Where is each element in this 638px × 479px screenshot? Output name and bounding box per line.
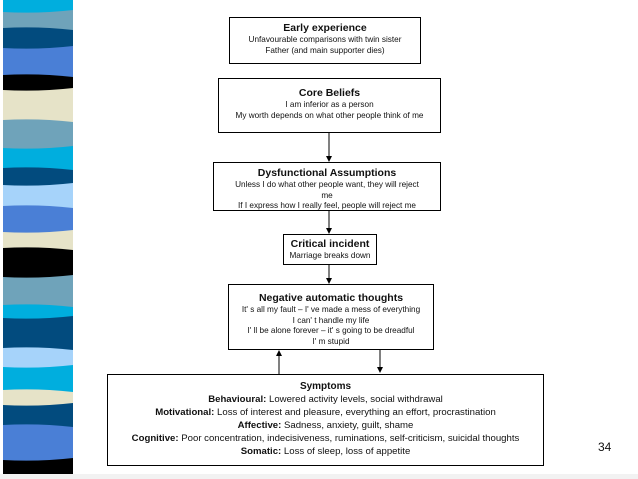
stripe-cream <box>3 88 73 123</box>
stripe-blue <box>3 424 73 462</box>
symptom-row-somatic: Somatic: Loss of sleep, loss of appetite <box>108 445 543 458</box>
symptom-text: Lowered activity levels, social withdraw… <box>266 394 443 405</box>
bottom-border <box>0 474 638 479</box>
stripe-blue <box>3 205 73 234</box>
symptom-label: Somatic: <box>240 446 282 457</box>
core-beliefs-box: Core Beliefs I am inferior as a person M… <box>218 78 441 133</box>
symptom-label: Motivational: <box>155 407 215 418</box>
box-line: Father (and main supporter dies) <box>265 45 385 55</box>
symptom-row-behavioural: Behavioural: Lowered activity levels, so… <box>108 393 543 406</box>
stripe-navy <box>3 316 73 351</box>
symptom-text: Loss of sleep, loss of appetite <box>281 446 411 457</box>
box-title: Critical incident <box>290 238 370 250</box>
box-line: Unless I do what other people want, they… <box>235 180 419 200</box>
stripe-cyan <box>3 146 73 171</box>
box-title: Negative automatic thoughts <box>258 292 404 304</box>
stripe-cyan <box>3 365 73 393</box>
stripe-grayblue <box>3 10 73 31</box>
symptoms-box: Symptoms Behavioural: Lowered activity l… <box>107 374 544 466</box>
box-line: I' m stupid <box>312 336 350 346</box>
box-title: Dysfunctional Assumptions <box>257 167 397 179</box>
symptom-label: Affective: <box>237 420 282 431</box>
box-line: Marriage breaks down <box>289 251 371 260</box>
symptom-row-motivational: Motivational: Loss of interest and pleas… <box>108 406 543 419</box>
box-line: It' s all my fault – I' ve made a mess o… <box>241 305 421 314</box>
symptom-text: Sadness, anxiety, guilt, shame <box>281 420 414 431</box>
box-title: Early experience <box>283 22 367 34</box>
stripe-cream <box>3 389 73 407</box>
stripe-cyan <box>3 0 73 14</box>
box-line: My worth depends on what other people th… <box>235 110 424 120</box>
stripe-cream <box>3 230 73 251</box>
stripe-lightblue <box>3 183 73 209</box>
symptom-label: Cognitive: <box>131 433 179 444</box>
stripe-navy <box>3 27 73 50</box>
stripe-blue <box>3 46 73 78</box>
stripe-black <box>3 247 73 279</box>
stripe-grayblue <box>3 275 73 308</box>
box-line: I can' t handle my life <box>292 315 370 325</box>
symptom-text: Loss of interest and pleasure, everythin… <box>214 407 496 418</box>
box-title: Core Beliefs <box>298 87 361 99</box>
negative-automatic-thoughts-box: Negative automatic thoughts It' s all my… <box>228 284 434 350</box>
stripe-cyan <box>3 304 73 320</box>
stripe-black <box>3 458 73 479</box>
stripe-black <box>3 74 73 92</box>
stripe-navy <box>3 403 73 428</box>
box-line: I am inferior as a person <box>285 100 374 109</box>
box-line: I' ll be alone forever – it' s going to … <box>247 326 415 335</box>
stripe-navy <box>3 167 73 187</box>
stripe-grayblue <box>3 119 73 150</box>
box-line: If I express how I really feel, people w… <box>238 201 416 210</box>
box-line: Unfavourable comparisons with twin siste… <box>248 35 402 44</box>
stripe-lightblue <box>3 347 73 369</box>
symptom-text: Poor concentration, indecisiveness, rumi… <box>178 433 520 444</box>
page-number: 34 <box>598 440 612 454</box>
dysfunctional-assumptions-box: Dysfunctional Assumptions Unless I do wh… <box>213 162 441 211</box>
box-title: Symptoms <box>299 381 352 392</box>
symptom-row-cognitive: Cognitive: Poor concentration, indecisiv… <box>108 432 543 445</box>
early-experience-box: Early experience Unfavourable comparison… <box>229 17 421 64</box>
decorative-stripes <box>3 0 73 479</box>
symptom-row-affective: Affective: Sadness, anxiety, guilt, sham… <box>108 419 543 432</box>
symptom-label: Behavioural: <box>208 394 267 405</box>
critical-incident-box: Critical incident Marriage breaks down <box>283 234 377 265</box>
